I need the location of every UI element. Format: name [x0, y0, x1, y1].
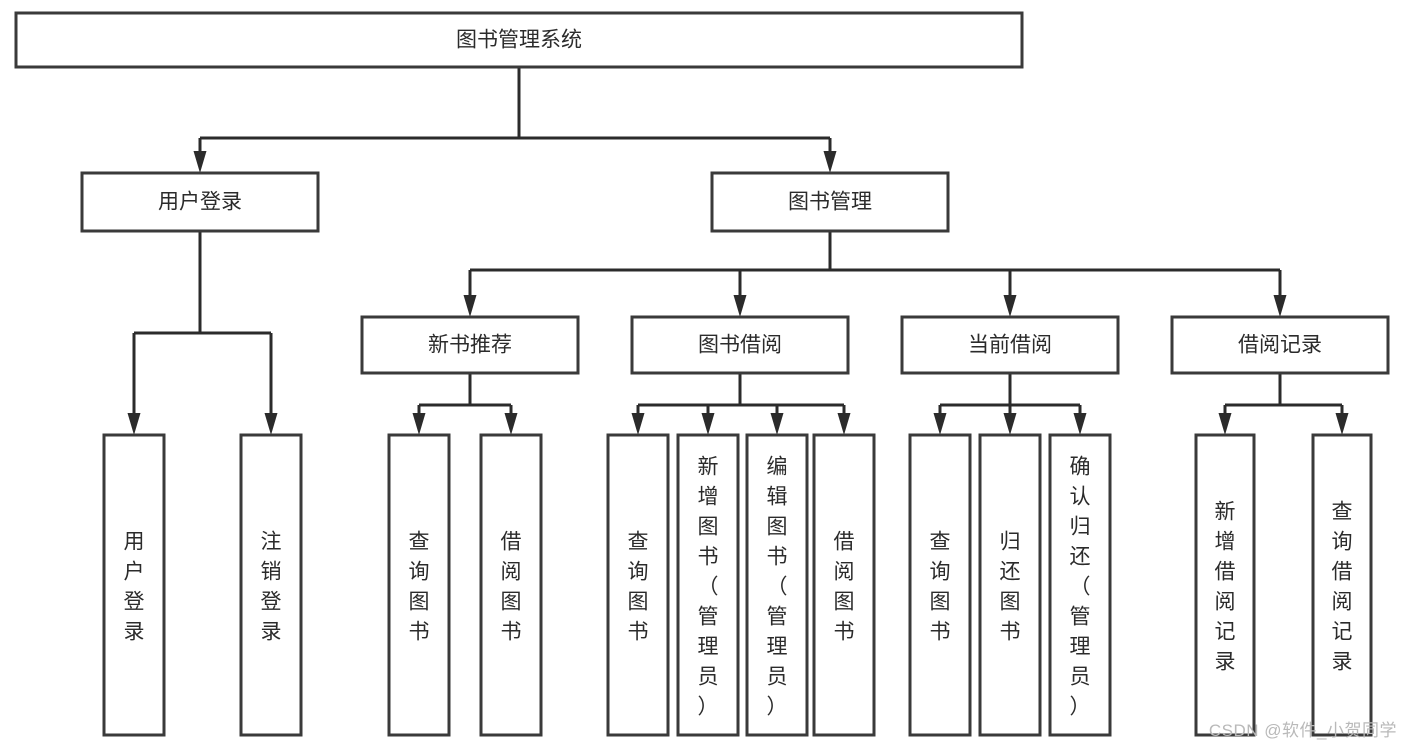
node-box[interactable]: [676, 433, 740, 737]
arrow-head-icon: [933, 413, 947, 435]
node-label: 用户登录: [124, 530, 145, 643]
node-leaf-query-book-3[interactable]: 查询图书: [908, 433, 972, 737]
node-box[interactable]: [745, 433, 809, 737]
node-label: 借阅记录: [1238, 334, 1322, 357]
arrow-head-icon: [504, 413, 518, 435]
node-leaf-query-book-1[interactable]: 查询图书: [387, 433, 451, 737]
node-label: 查询图书: [409, 530, 430, 643]
node-leaf-add-book[interactable]: 新增图书（管理员）: [676, 433, 740, 737]
arrow-head-icon: [1335, 413, 1349, 435]
node-box[interactable]: [978, 433, 1042, 737]
node-label: 借阅图书: [501, 530, 522, 643]
arrow-head-icon: [770, 413, 784, 435]
arrow-head-icon: [631, 413, 645, 435]
arrow-head-icon: [1218, 413, 1232, 435]
node-leaf-user-login[interactable]: 用户登录: [102, 433, 166, 737]
connector-layer: [127, 67, 1349, 435]
node-label: 图书管理: [788, 191, 872, 214]
node-leaf-query-book-2[interactable]: 查询图书: [606, 433, 670, 737]
node-leaf-borrow-book-1[interactable]: 借阅图书: [479, 433, 543, 737]
node-label: 图书借阅: [698, 334, 782, 357]
arrow-head-icon: [1003, 413, 1017, 435]
node-box[interactable]: [606, 433, 670, 737]
arrow-head-icon: [701, 413, 715, 435]
watermark-label: CSDN @软件_小贺同学: [1208, 721, 1397, 740]
node-box[interactable]: [80, 171, 320, 233]
node-label: 查询图书: [628, 530, 649, 643]
node-leaf-edit-book[interactable]: 编辑图书（管理员）: [745, 433, 809, 737]
node-leaf-add-record[interactable]: 新增借阅记录: [1194, 433, 1256, 737]
connector-group-new-book-rec-to-leaves: [412, 373, 518, 435]
node-box[interactable]: [14, 11, 1024, 69]
arrow-head-icon: [193, 151, 207, 173]
node-box[interactable]: [900, 315, 1120, 375]
arrow-head-icon: [463, 295, 477, 317]
node-box[interactable]: [812, 433, 876, 737]
node-label: 查询借阅记录: [1332, 500, 1353, 673]
arrow-head-icon: [127, 413, 141, 435]
arrow-head-icon: [823, 151, 837, 173]
node-user-login[interactable]: 用户登录: [80, 171, 320, 233]
node-label: 新书推荐: [428, 334, 512, 357]
node-label: 新增借阅记录: [1215, 500, 1236, 673]
node-box[interactable]: [360, 315, 580, 375]
arrow-head-icon: [264, 413, 278, 435]
node-leaf-return-book[interactable]: 归还图书: [978, 433, 1042, 737]
node-label: 查询图书: [930, 530, 951, 643]
node-current-borrow[interactable]: 当前借阅: [900, 315, 1120, 375]
node-label: 当前借阅: [968, 334, 1052, 357]
connector-group-root-to-level2: [193, 67, 837, 173]
node-leaf-confirm-return[interactable]: 确认归还（管理员）: [1048, 433, 1112, 737]
node-box[interactable]: [1194, 433, 1256, 737]
node-box[interactable]: [1170, 315, 1390, 375]
node-label: 图书管理系统: [456, 29, 582, 52]
node-new-book-rec[interactable]: 新书推荐: [360, 315, 580, 375]
node-box[interactable]: [710, 171, 950, 233]
node-box[interactable]: [1048, 433, 1112, 737]
node-box[interactable]: [630, 315, 850, 375]
node-box[interactable]: [1311, 433, 1373, 737]
node-label: 新增图书（管理员）: [698, 455, 719, 718]
connector-group-book-manage-to-level3: [463, 231, 1287, 317]
node-leaf-borrow-book-2[interactable]: 借阅图书: [812, 433, 876, 737]
node-borrow-record[interactable]: 借阅记录: [1170, 315, 1390, 375]
node-layer: 图书管理系统用户登录图书管理新书推荐图书借阅当前借阅借阅记录用户登录注销登录查询…: [14, 11, 1390, 737]
connector-group-user-login-to-leaves: [127, 231, 278, 435]
node-leaf-logout[interactable]: 注销登录: [239, 433, 303, 737]
node-label: 编辑图书（管理员）: [767, 455, 788, 718]
node-label: 确认归还（管理员）: [1070, 455, 1091, 718]
node-box[interactable]: [387, 433, 451, 737]
arrow-head-icon: [1273, 295, 1287, 317]
arrow-head-icon: [837, 413, 851, 435]
connector-group-book-borrow-to-leaves: [631, 373, 851, 435]
node-box[interactable]: [908, 433, 972, 737]
node-label: 归还图书: [1000, 530, 1021, 643]
node-box[interactable]: [239, 433, 303, 737]
node-root[interactable]: 图书管理系统: [14, 11, 1024, 69]
node-leaf-query-record[interactable]: 查询借阅记录: [1311, 433, 1373, 737]
node-label: 用户登录: [158, 191, 242, 214]
arrow-head-icon: [1003, 295, 1017, 317]
node-box[interactable]: [479, 433, 543, 737]
node-book-borrow[interactable]: 图书借阅: [630, 315, 850, 375]
arrow-head-icon: [1073, 413, 1087, 435]
node-label: 注销登录: [261, 530, 282, 643]
arrow-head-icon: [733, 295, 747, 317]
node-label: 借阅图书: [834, 530, 855, 643]
arrow-head-icon: [412, 413, 426, 435]
node-box[interactable]: [102, 433, 166, 737]
connector-group-current-borrow-to-leaves: [933, 373, 1087, 435]
node-book-manage[interactable]: 图书管理: [710, 171, 950, 233]
connector-group-borrow-record-to-leaves: [1218, 373, 1349, 435]
